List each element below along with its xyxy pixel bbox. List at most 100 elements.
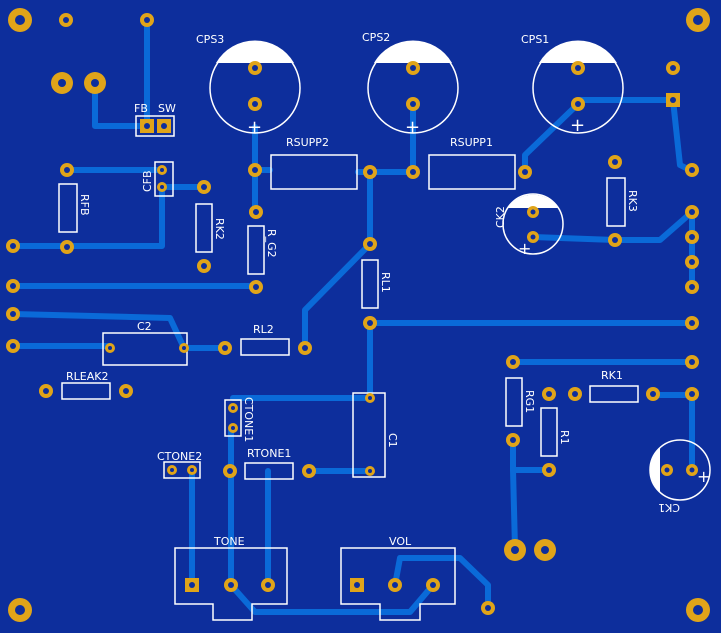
- label-ctone1: CTONE1: [242, 397, 255, 442]
- pad-right-323-drill: [689, 320, 695, 326]
- cps3-plus-mark: +: [247, 117, 262, 138]
- vol-pad-3-drill: [430, 582, 436, 588]
- label-vol: VOL: [389, 535, 412, 548]
- cps3-pad-2-drill: [252, 101, 258, 107]
- rsupp2-pad-left-drill: [252, 167, 258, 173]
- jack-pad-2-drill: [91, 79, 99, 87]
- tone-pad-3-drill: [265, 582, 271, 588]
- label-ck1: CK1: [658, 501, 680, 514]
- rk1-pad-2-drill: [650, 391, 656, 397]
- mount-hole-top-right-drill: [693, 15, 703, 25]
- r1-outline: [540, 407, 558, 457]
- ck2-outline: [502, 193, 564, 255]
- rg1-pad-2-drill: [510, 437, 516, 443]
- tone-pot-outline: [174, 547, 288, 621]
- rk1-pad-1-drill: [572, 391, 578, 397]
- label-rk3: RK3: [626, 190, 639, 212]
- pad-top-2-drill: [144, 17, 150, 23]
- rleak2-outline: [61, 382, 111, 400]
- rk2-outline: [195, 203, 213, 253]
- rl1-outline: [361, 259, 379, 309]
- jack-pad-1-drill: [58, 79, 66, 87]
- ck1-band: [650, 448, 660, 492]
- label-rk1: RK1: [601, 369, 623, 382]
- cps1-plus-mark: +: [570, 115, 585, 136]
- c2-pad-1-drill: [108, 346, 112, 350]
- pad-bottom-488-drill: [485, 605, 491, 611]
- rtone1-pad-1-drill: [227, 468, 233, 474]
- rfb-outline: [58, 183, 78, 233]
- reference-labels: CPS3 CPS2 CPS1 FB SW RSUPP2 RSUPP1 CFB R…: [66, 31, 680, 548]
- label-c1: C1: [386, 433, 399, 448]
- ck1-plus-mark: +: [697, 467, 710, 486]
- tone-pad-1-drill: [189, 582, 195, 588]
- label-sw: SW: [158, 102, 176, 115]
- label-ctone2: CTONE2: [157, 450, 202, 463]
- rl1-pad-1-drill: [367, 241, 373, 247]
- label-ck2: CK2: [494, 206, 507, 228]
- pad-left-286-drill: [10, 283, 16, 289]
- ck2-plus-mark: +: [518, 239, 531, 258]
- pad-left-346-drill: [10, 343, 16, 349]
- trace-vol-to-edge: [392, 555, 491, 613]
- cps3-band: [216, 40, 294, 63]
- label-rsupp2: RSUPP2: [286, 136, 329, 149]
- ctone1-pad-2-drill: [231, 426, 235, 430]
- pad-top-right-square-drill: [670, 97, 676, 103]
- trace-jack-to-fb: [92, 80, 143, 129]
- c2-pad-2-drill: [182, 346, 186, 350]
- trace-tone-to-vol: [228, 582, 436, 615]
- label-fb: FB: [134, 102, 148, 115]
- ctone2-outline: [163, 461, 201, 479]
- jack-bottom-pad-1-drill: [511, 546, 519, 554]
- fb-sw-header-outline: [135, 115, 175, 137]
- rg1-pad-1-drill: [510, 359, 516, 365]
- rfb-pad-1-drill: [64, 167, 70, 173]
- label-rsupp1: RSUPP1: [450, 136, 493, 149]
- rk3-pad-2-drill: [612, 237, 618, 243]
- cps1-pad-1-drill: [575, 65, 581, 71]
- sw-pad-drill: [161, 123, 167, 129]
- r-g2-pad-2-drill: [253, 284, 259, 290]
- cps2-plus-mark: +: [405, 117, 420, 138]
- pad-top-right-1-drill: [670, 65, 676, 71]
- vol-pot-outline: [340, 547, 456, 621]
- label-r-g2: R_G2: [265, 229, 278, 258]
- pad-right-394-drill: [689, 391, 695, 397]
- pads: [6, 8, 710, 622]
- trace-cps1-to-top-right: [575, 97, 693, 173]
- ck2-pad-1-drill: [530, 209, 536, 215]
- ctone2-pad-1-drill: [170, 468, 174, 472]
- rk3-outline: [606, 177, 626, 227]
- r1-pad-2-drill: [546, 467, 552, 473]
- jack-bottom-pad-2-drill: [541, 546, 549, 554]
- label-rtone1: RTONE1: [247, 447, 291, 460]
- trace-ck2-to-rk3: [530, 209, 695, 243]
- label-rleak2: RLEAK2: [66, 370, 108, 383]
- rg1-outline: [505, 377, 523, 427]
- label-cps2: CPS2: [362, 31, 390, 44]
- cfb-pad-1-drill: [160, 168, 164, 172]
- fb-pad-drill: [144, 123, 150, 129]
- mount-hole-top-left-drill: [15, 15, 25, 25]
- silkscreen-outlines: [58, 40, 711, 621]
- ctone1-outline: [224, 399, 242, 437]
- rsupp1-outline: [428, 154, 516, 190]
- rtone1-pad-2-drill: [306, 468, 312, 474]
- c1-pad-2-drill: [368, 469, 372, 473]
- label-r1: R1: [558, 430, 571, 445]
- label-cps3: CPS3: [196, 33, 224, 46]
- ctone2-pad-2-drill: [190, 468, 194, 472]
- pad-left-314-drill: [10, 311, 16, 317]
- ck2-pad-2-drill: [530, 234, 536, 240]
- r-g2-pad-1-drill: [253, 209, 259, 215]
- cps2-pad-1-drill: [410, 65, 416, 71]
- rsupp2-outline: [270, 154, 358, 190]
- label-cfb: CFB: [141, 170, 154, 192]
- label-cps1: CPS1: [521, 33, 549, 46]
- rl2-pad-2-drill: [302, 345, 308, 351]
- c1-pad-1-drill: [368, 396, 372, 400]
- ctone1-pad-1-drill: [231, 406, 235, 410]
- rleak2-pad-2-drill: [123, 388, 129, 394]
